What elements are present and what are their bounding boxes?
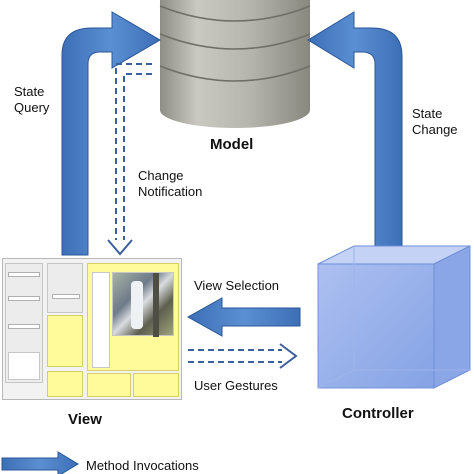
- state-change-label-line1: State: [412, 106, 443, 121]
- user-gestures-label: User Gestures: [194, 378, 278, 393]
- model-label: Model: [210, 136, 254, 153]
- controller-label: Controller: [342, 405, 414, 422]
- view-bottom-cell-2: [87, 373, 131, 397]
- change-notification-label-line1: Change: [138, 168, 184, 183]
- view-left-panel: [5, 263, 43, 383]
- state-change-arrow: [307, 11, 403, 263]
- view-photo-image: [112, 272, 174, 337]
- user-gestures-arrow: [188, 343, 298, 369]
- state-query-arrow: [61, 11, 161, 256]
- view-details-panel: [47, 263, 83, 313]
- view-bottom-cell-1: [47, 371, 83, 397]
- view-selection-arrow: [186, 297, 301, 337]
- view-screenshot: [2, 258, 182, 400]
- view-label: View: [68, 411, 102, 428]
- state-change-label-line2: Change: [412, 122, 458, 137]
- model-database-icon: [159, 0, 311, 128]
- view-yellow-table: [47, 315, 83, 367]
- controller-cube-icon: [317, 245, 471, 389]
- change-notification-arrow: [107, 63, 152, 256]
- state-query-label-line1: State: [14, 84, 45, 99]
- state-query-label-line2: Query: [14, 100, 50, 115]
- view-selection-label: View Selection: [194, 278, 280, 293]
- view-list-box: [8, 352, 40, 380]
- view-thumbnail-list: [92, 272, 110, 368]
- change-notification-label-line2: Notification: [138, 184, 203, 199]
- view-image-panel: [87, 263, 179, 371]
- view-bottom-cell-3: [133, 373, 179, 397]
- legend-method-label: Method Invocations: [86, 458, 199, 473]
- legend-method-arrow: [1, 451, 79, 474]
